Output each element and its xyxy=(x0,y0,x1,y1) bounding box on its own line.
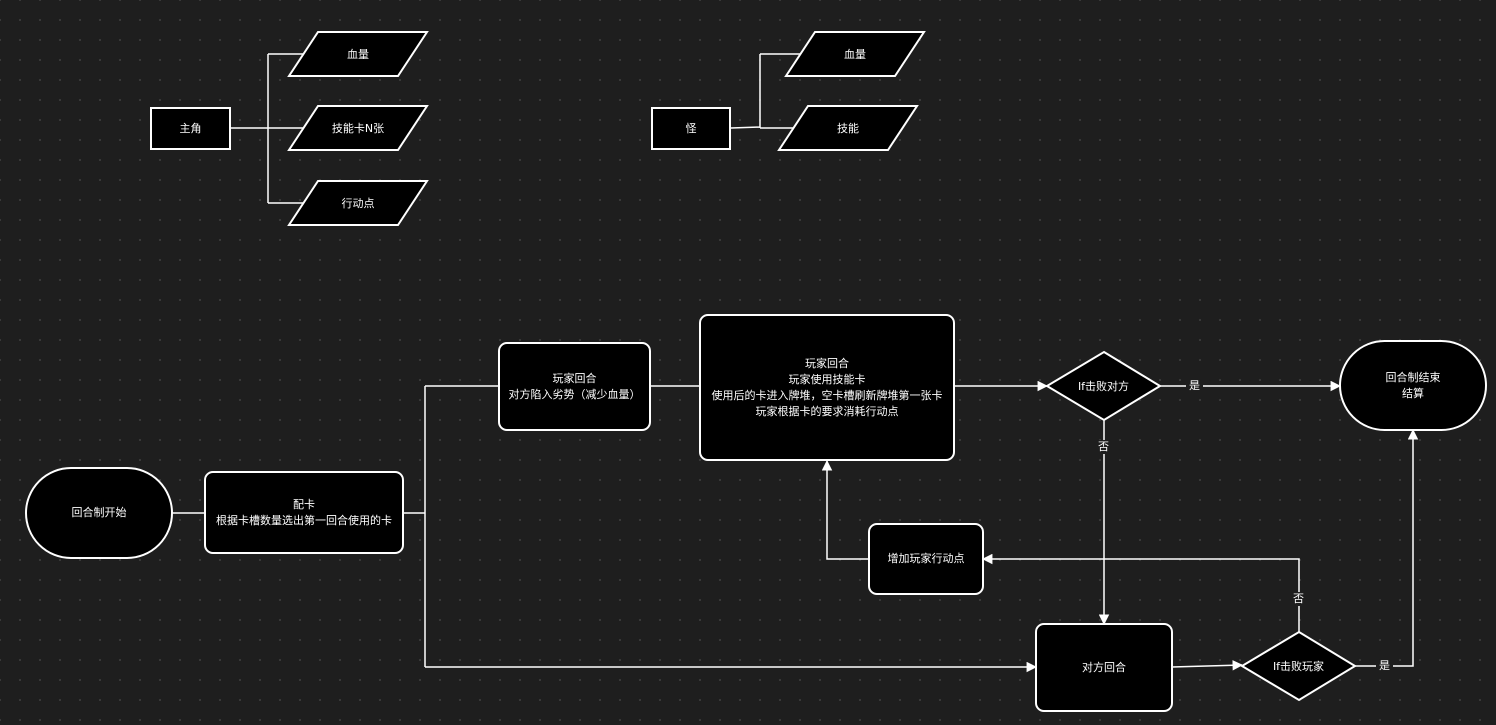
setup-cards-node: 配卡 根据卡槽数量选出第一回合使用的卡 xyxy=(204,471,404,554)
edge-label-no-2: 否 xyxy=(1290,592,1307,606)
edge-label-yes-2: 是 xyxy=(1376,659,1393,673)
hero-attr-shape-2 xyxy=(287,105,429,151)
edge-setup-branch xyxy=(403,386,426,667)
decision-defeat-enemy-shape xyxy=(1045,350,1162,422)
hero-attr-shape-1 xyxy=(287,31,429,77)
monster-node: 怪 xyxy=(651,107,731,150)
monster-attr-shape-1 xyxy=(784,31,926,77)
hero-attr-action-points: 行动点 xyxy=(341,197,375,210)
hero-attr-shape-3 xyxy=(287,180,429,226)
hero-attr-skill-cards: 技能卡N张 xyxy=(331,122,385,135)
monster-attr-hp: 血量 xyxy=(844,48,866,61)
decision-defeat-player: If击败玩家 xyxy=(1272,660,1325,673)
monster-attr-skill: 技能 xyxy=(837,122,859,135)
edge-label-yes-1: 是 xyxy=(1186,379,1203,393)
edge-label-no-1: 否 xyxy=(1095,440,1112,454)
edge-add-ap-use-card xyxy=(821,459,869,560)
monster-tree-connector xyxy=(730,53,815,129)
player-turn-node: 玩家回合 对方陷入劣势（减少血量） xyxy=(498,342,651,431)
edge-decision2-no xyxy=(981,553,1300,632)
hero-tree-connector xyxy=(230,53,318,204)
hero-attr-hp: 血量 xyxy=(347,48,369,61)
decision-defeat-enemy: If击败对方 xyxy=(1077,380,1130,393)
decision-defeat-player-shape xyxy=(1240,630,1357,702)
monster-attr-shape-2 xyxy=(777,105,919,151)
edge-decision2-yes xyxy=(1355,428,1419,667)
enemy-turn-node: 对方回合 xyxy=(1035,623,1173,712)
start-node: 回合制开始 xyxy=(25,467,173,559)
add-action-points-node: 增加玩家行动点 xyxy=(868,523,984,595)
player-use-card-node: 玩家回合 玩家使用技能卡 使用后的卡进入牌堆，空卡槽刷新牌堆第一张卡 玩家根据卡… xyxy=(699,314,955,461)
edge-enemy-turn-decision2 xyxy=(1171,660,1244,671)
end-node: 回合制结束 结算 xyxy=(1339,340,1487,431)
hero-node: 主角 xyxy=(150,107,231,150)
